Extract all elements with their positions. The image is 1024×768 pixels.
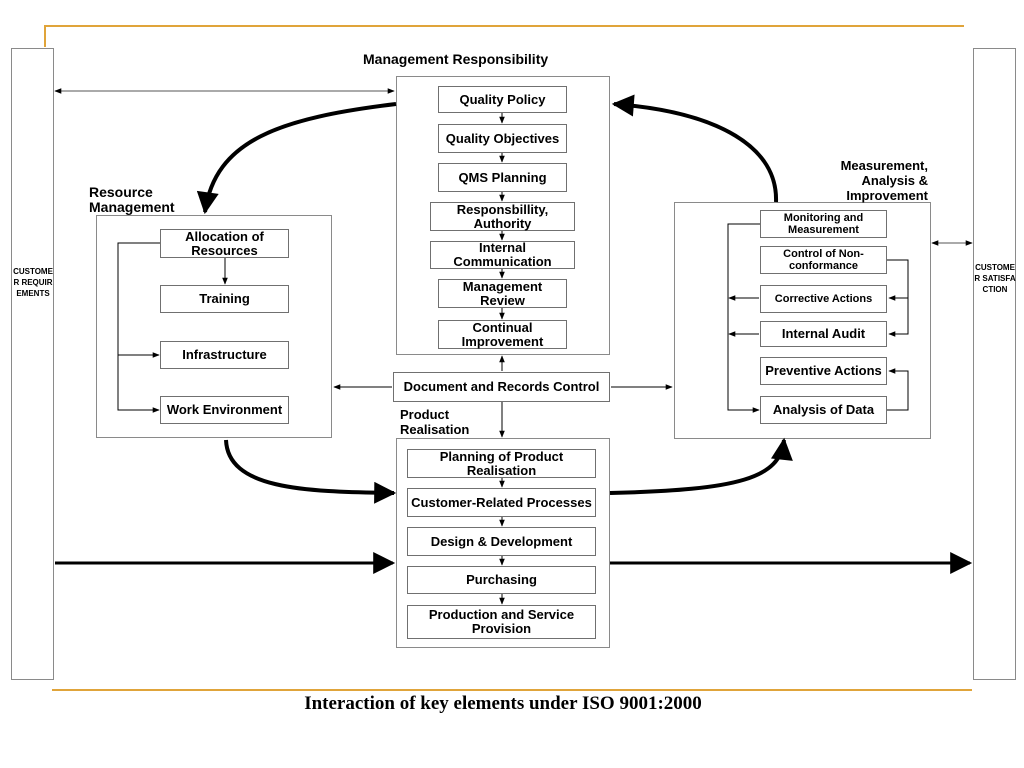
- quality-objectives-box: Quality Objectives: [438, 124, 567, 153]
- production-service-provision-box: Production and Service Provision: [407, 605, 596, 639]
- resource-to-product-arrow: [224, 439, 397, 504]
- continual-improvement-box: Continual Improvement: [438, 320, 567, 349]
- management-title: Management Responsibility: [363, 51, 549, 67]
- measurement-panel: [674, 202, 931, 439]
- work-environment-box: Work Environment: [160, 396, 289, 424]
- customer-satisfaction-bar: CUSTOMER SATISFACTION: [973, 48, 1016, 680]
- infrastructure-box: Infrastructure: [160, 341, 289, 369]
- analysis-of-data-box: Analysis of Data: [760, 396, 887, 424]
- document-records-control-box: Document and Records Control: [393, 372, 610, 402]
- customer-satisfaction-label: CUSTOMER SATISFACTION: [974, 263, 1016, 294]
- training-box: Training: [160, 285, 289, 313]
- measurement-to-mgmt-arrow: [611, 94, 779, 203]
- control-nonconformance-box: Control of Non-conformance: [760, 246, 887, 274]
- internal-audit-box: Internal Audit: [760, 321, 887, 347]
- resource-title: Resource Management: [89, 184, 175, 215]
- mgmt-to-resource-arrow: [196, 102, 397, 215]
- top-rule: [44, 25, 964, 27]
- design-development-box: Design & Development: [407, 527, 596, 556]
- corrective-actions-box: Corrective Actions: [760, 285, 887, 313]
- customer-requirements-bar: CUSTOMER REQUIREMENTS: [11, 48, 54, 680]
- allocation-of-resources-box: Allocation of Resources: [160, 229, 289, 258]
- planning-product-realisation-box: Planning of Product Realisation: [407, 449, 596, 478]
- management-review-box: Management Review: [438, 279, 567, 308]
- customer-requirements-label: CUSTOMER REQUIREMENTS: [13, 267, 53, 298]
- bottom-rule: [52, 689, 972, 691]
- customer-related-processes-box: Customer-Related Processes: [407, 488, 596, 517]
- preventive-actions-box: Preventive Actions: [760, 357, 887, 385]
- monitoring-measurement-box: Monitoring and Measurement: [760, 210, 887, 238]
- qms-planning-box: QMS Planning: [438, 163, 567, 192]
- product-to-measurement-arrow: [609, 437, 793, 495]
- top-rule-tick: [44, 25, 46, 47]
- quality-policy-box: Quality Policy: [438, 86, 567, 113]
- internal-communication-box: Internal Communication: [430, 241, 575, 269]
- figure-caption: Interaction of key elements under ISO 90…: [304, 693, 702, 714]
- measurement-title: Measurement, Analysis & Improvement: [840, 158, 928, 203]
- product-title: Product Realisation: [400, 407, 470, 437]
- responsibility-authority-box: Responsbillity, Authority: [430, 202, 575, 231]
- purchasing-box: Purchasing: [407, 566, 596, 594]
